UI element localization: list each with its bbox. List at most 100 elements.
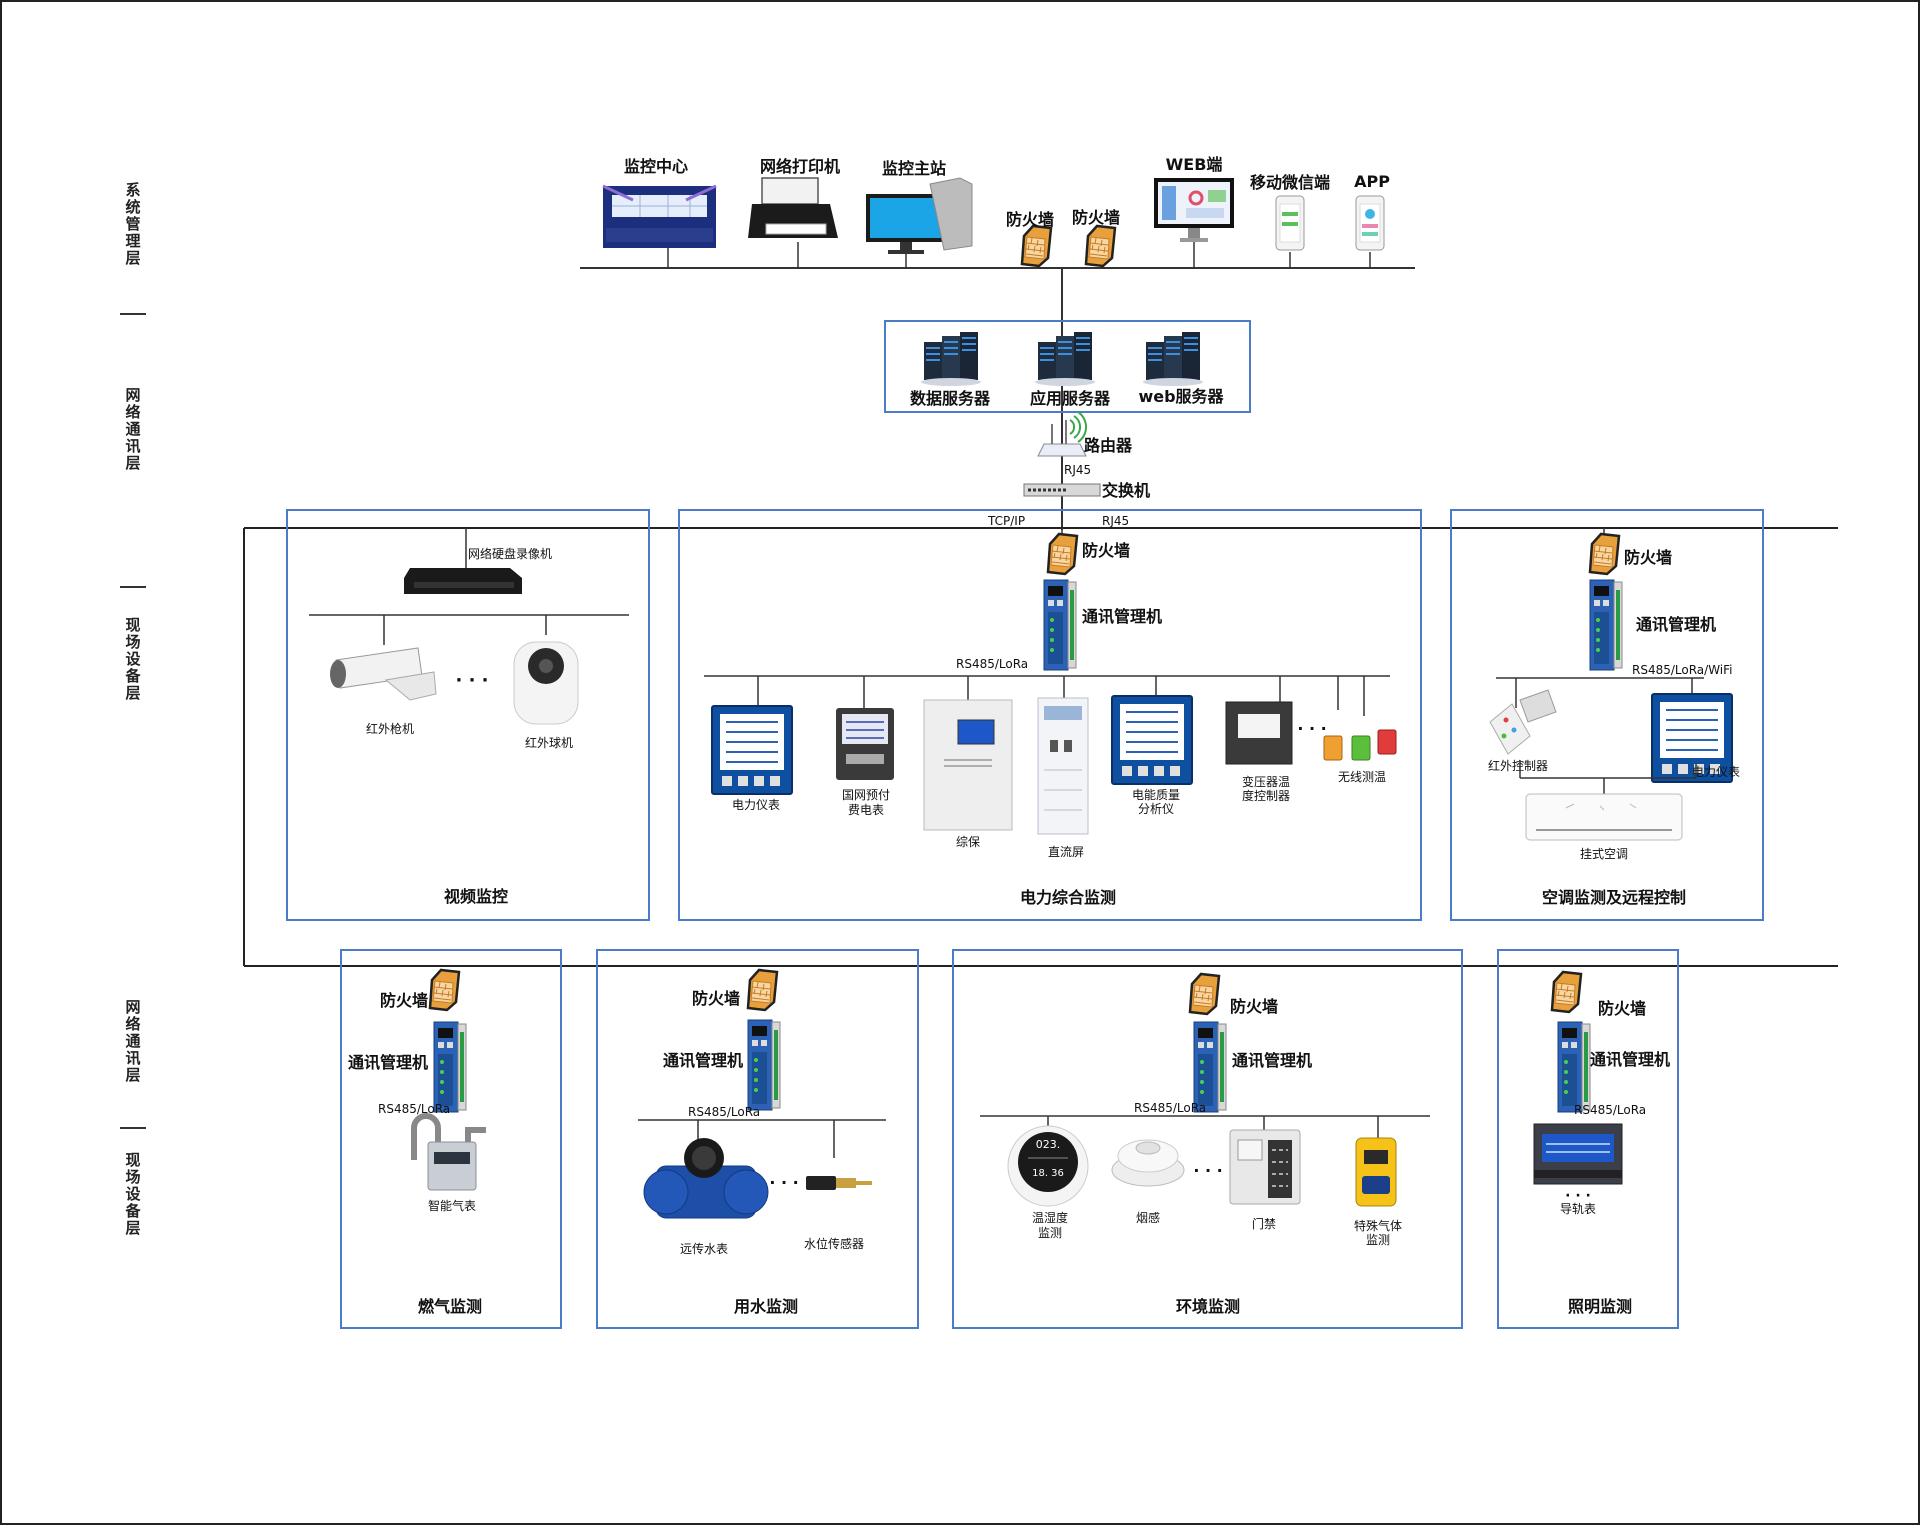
- printer-icon: [748, 177, 838, 238]
- env-panel: 防火墙 通讯管理机 RS485/LoRa 023. 18. 36 温湿度 监测 …: [952, 949, 1463, 1329]
- power-meter-label: 电力仪表: [732, 798, 780, 812]
- lighting-title: 照明监测: [1568, 1297, 1632, 1316]
- pq-analyzer-label-1: 电能质量: [1132, 788, 1180, 802]
- prepaid-meter-label-2: 费电表: [848, 803, 884, 817]
- video-dots: · · ·: [455, 670, 488, 691]
- app-server-icon: [1034, 331, 1096, 387]
- access-label: 门禁: [1252, 1216, 1276, 1231]
- gas-title: 燃气监测: [418, 1297, 482, 1316]
- water-bus-label: RS485/LoRa: [688, 1105, 760, 1119]
- env-title: 环境监测: [1176, 1297, 1240, 1316]
- network-layer-2-label: 网络通讯层: [125, 998, 140, 1084]
- lighting-dots: · · ·: [1565, 1188, 1591, 1204]
- transformer-controller-icon: [1225, 701, 1293, 765]
- monitor-center-label: 监控中心: [624, 157, 688, 176]
- water-dots: · · ·: [769, 1173, 798, 1192]
- web-server-label: web服务器: [1138, 387, 1224, 406]
- system-management: 监控中心 网络打印机 监控主站 防火墙 防火墙: [580, 155, 1415, 530]
- firewall-icon: [1020, 224, 1053, 268]
- th-label-2: 监测: [1038, 1226, 1062, 1240]
- rj45-label-1: RJ45: [1064, 463, 1091, 477]
- rail-meter-label: 导轨表: [1560, 1202, 1596, 1216]
- access-control-icon: [1229, 1129, 1301, 1205]
- firewall-1-label: 防火墙: [1006, 210, 1054, 229]
- web-client-icon: [1154, 178, 1234, 242]
- gas-detector-icon: [1355, 1137, 1397, 1207]
- pq-analyzer-label-2: 分析仪: [1138, 802, 1174, 816]
- comm-manager-icon: [747, 1019, 781, 1111]
- ac-firewall-label: 防火墙: [1624, 548, 1672, 567]
- wireless-temp-label: 无线测温: [1338, 770, 1386, 784]
- water-meter-icon: [643, 1138, 769, 1219]
- gas-panel: 防火墙 通讯管理机 RS485/LoRa 智能气表 燃气监测: [340, 949, 562, 1329]
- env-dots: · · ·: [1193, 1161, 1222, 1180]
- app-phone-icon: [1355, 195, 1385, 251]
- web-client-label: WEB端: [1166, 155, 1223, 174]
- ir-controller-icon: [1489, 689, 1557, 755]
- lighting-panel: 防火墙 通讯管理机 RS485/LoRa · · · 导轨表 照明监测: [1497, 949, 1679, 1329]
- th-label-1: 温湿度: [1032, 1210, 1068, 1225]
- dome-camera-icon: [513, 641, 579, 725]
- smoke-label: 烟感: [1136, 1210, 1160, 1225]
- env-comm-label: 通讯管理机: [1232, 1051, 1312, 1070]
- gas-detector-label-1: 特殊气体: [1354, 1218, 1402, 1233]
- water-meter-label: 远传水表: [680, 1241, 728, 1256]
- server-frame: [884, 320, 1251, 413]
- field-layer-2-label: 现场设备层: [124, 1151, 141, 1237]
- ac-panel: 防火墙 通讯管理机 RS485/LoRa/WiFi 红外控制器 电力仪表 挂式空…: [1450, 509, 1764, 921]
- ac-title: 空调监测及远程控制: [1542, 888, 1686, 907]
- monitor-center-image: [602, 184, 717, 248]
- bullet-camera-icon: [330, 647, 437, 701]
- backbone: [243, 527, 1838, 967]
- gas-bus-label: RS485/LoRa: [378, 1102, 450, 1116]
- app-server-label: 应用服务器: [1030, 389, 1111, 408]
- power-firewall-label: 防火墙: [1082, 541, 1130, 560]
- prepaid-meter-icon: [836, 708, 894, 780]
- ac-frame: [1450, 509, 1764, 921]
- level-sensor-icon: [806, 1176, 872, 1190]
- server-group: 数据服务器 应用服务器 web服务器: [884, 320, 1251, 413]
- transformer-label-1: 变压器温: [1242, 774, 1290, 789]
- layer-labels: 系统管理层 网络通讯层 现场设备层 网络通讯层 现场设备层: [120, 181, 146, 1237]
- water-title: 用水监测: [734, 1297, 798, 1316]
- nvr-label: 网络硬盘录像机: [468, 546, 552, 561]
- web-server-icon: [1142, 331, 1204, 387]
- env-bus-label: RS485/LoRa: [1134, 1101, 1206, 1115]
- switch-label: 交换机: [1102, 481, 1150, 500]
- network-core: 路由器 RJ45 交换机 TCP/IP RJ45: [987, 411, 1150, 528]
- env-firewall-label: 防火墙: [1230, 997, 1278, 1016]
- router-icon: [1037, 411, 1087, 457]
- tcpip-label: TCP/IP: [987, 514, 1025, 528]
- firewall-icon: [1084, 224, 1117, 268]
- level-sensor-label: 水位传感器: [804, 1236, 864, 1251]
- field-layer-label: 现场设备层: [124, 616, 141, 702]
- comm-manager-icon: [1589, 579, 1623, 671]
- smart-gas-meter-label: 智能气表: [428, 1198, 476, 1213]
- firewall-icon: [1588, 532, 1621, 576]
- dome-camera-label: 红外球机: [525, 735, 573, 750]
- bullet-camera-label: 红外枪机: [366, 721, 414, 736]
- power-comm-label: 通讯管理机: [1082, 607, 1162, 626]
- comm-manager-icon: [1557, 1021, 1591, 1113]
- rj45-label-2: RJ45: [1102, 514, 1129, 528]
- lighting-firewall-label: 防火墙: [1598, 999, 1646, 1018]
- gas-comm-label: 通讯管理机: [348, 1053, 428, 1072]
- video-title: 视频监控: [444, 887, 508, 906]
- dc-screen-icon: [1037, 697, 1089, 835]
- protection-cabinet-icon: [923, 699, 1013, 831]
- gas-detector-label-2: 监测: [1366, 1233, 1390, 1247]
- firewall-icon: [1550, 970, 1583, 1014]
- water-firewall-label: 防火墙: [692, 989, 740, 1008]
- app-label: APP: [1354, 172, 1390, 191]
- firewall-2-label: 防火墙: [1072, 208, 1120, 227]
- power-meter-icon: [711, 705, 793, 795]
- firewall-icon: [428, 968, 461, 1012]
- rail-meter-icon: [1533, 1123, 1623, 1185]
- ac-bus-label: RS485/LoRa/WiFi: [1632, 663, 1733, 677]
- water-panel: 防火墙 通讯管理机 RS485/LoRa · · · 远传水表 水位传感器 用水…: [596, 949, 919, 1329]
- mobile-phone-icon: [1275, 195, 1305, 251]
- gas-firewall-label: 防火墙: [380, 991, 428, 1010]
